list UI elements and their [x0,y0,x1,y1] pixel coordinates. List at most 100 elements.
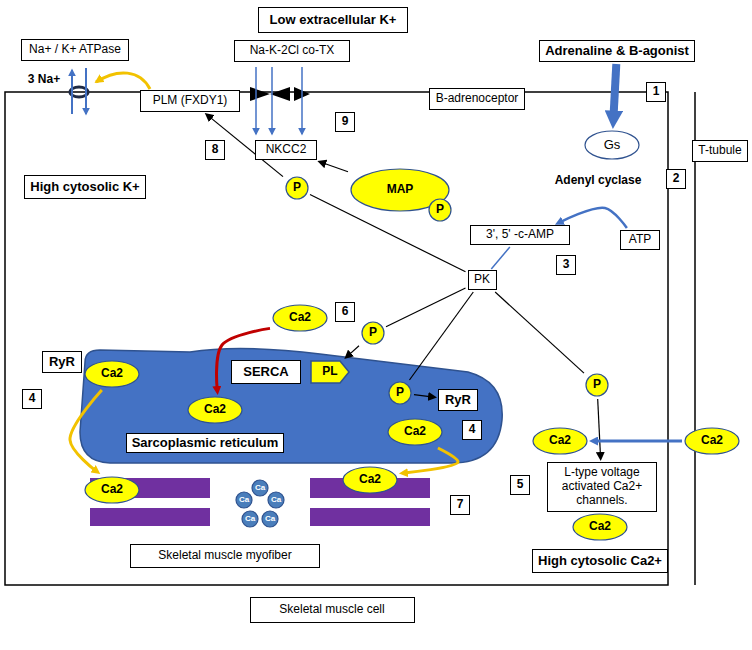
phosphate-circle: P [388,381,412,405]
calcium-ellipse: Ca2 [387,418,443,446]
node-text: Ca2 [404,425,426,439]
connector-arrow [409,292,473,380]
ion-flux-arrow [255,67,257,134]
calcium-ellipse: Ca2 [342,466,398,494]
outline-shape [85,477,139,503]
callout-number: 5 [510,475,530,495]
calcium-ellipse: MAP [350,168,450,212]
connector-arrow [348,346,359,356]
label-box: Na+ / K+ ATPase [21,39,129,61]
phospholamban-pentagon: PL [310,360,350,384]
t-tubule-membrane [694,92,696,585]
outline-shape [273,305,327,331]
cell-membrane [5,92,668,585]
node-text: P [369,326,377,340]
annotation-text: 3 Na+ [26,72,62,88]
calcium-ellipse: Ca2 [187,396,243,424]
g-protein-ellipse: Gs [584,130,640,160]
node-text: Ca [255,483,265,492]
connector-arrow [404,448,458,473]
connector-arrow [613,64,616,118]
node-text: Ca [245,514,255,523]
node-text: Ca2 [549,434,571,448]
label-box: ATP [620,230,660,250]
label-box: T-tubule [692,140,748,162]
node-text: P [396,386,404,400]
node-text: 3', 5' -c-AMP [486,228,554,242]
outline-shape [286,177,308,199]
node-text: Gs [604,138,621,153]
label-box: Skeletal muscle myofiber [130,544,320,568]
label-box: Adrenaline & B-agonist [539,40,695,62]
outline-shape [585,131,639,159]
label-box: RyR [438,389,478,411]
calcium-ion: Ca [235,491,253,509]
channel-box: L-type voltage activated Ca2+ channels. [547,462,657,512]
outline-shape [85,361,139,387]
node-text: Ca2 [204,403,226,417]
connector-arrow [414,395,432,397]
node-text: Skeletal muscle myofiber [158,549,291,563]
callout-number: 2 [666,169,686,189]
calcium-ion: Ca [267,491,285,509]
connector-arrow [594,440,682,443]
label-box: Na-K-2Cl co-TX [234,40,350,62]
annotation-text: Adenyl cyclase [553,173,644,189]
label-box: RyR [42,351,82,373]
label-box: SERCA [231,360,301,384]
calcium-ellipse: Ca2 [572,513,628,541]
pump-arrow [71,70,73,114]
callout-number: 7 [450,495,470,515]
label-box: B-adrenoceptor [429,88,525,110]
node-text: NKCC2 [266,143,307,157]
label-box: PLM (FXDY1) [140,90,240,112]
node-text: Ca2 [101,367,123,381]
calcium-ion: Ca [251,479,269,497]
node-text: MAP [387,183,414,197]
node-text: High cytosolic Ca2+ [538,554,662,569]
outline-shape [389,382,411,404]
ion-flux-arrow [271,67,273,134]
calcium-ellipse: Ca2 [684,427,740,455]
node-text: PLM (FXDY1) [153,94,228,108]
ion-flux-arrow [301,67,303,134]
connector-arrow [598,399,601,456]
connector-arrow [322,163,348,172]
connector-arrow [495,292,584,373]
calcium-ellipse: Ca2 [532,427,588,455]
label-box: High cytosolic K+ [24,175,146,199]
node-text: Ca [265,514,275,523]
outline-shape [533,428,587,454]
node-text: P [436,203,444,217]
connector-arrow [386,288,466,327]
phosphate-circle: P [285,176,309,200]
cotransporter-symbol [250,87,270,101]
node-text: Sarcoplasmic reticulum [126,433,285,454]
node-text: PL [322,365,337,379]
callout-number: 9 [335,112,355,132]
node-text: Ca2 [101,483,123,497]
node-text: RyR [49,355,75,370]
calcium-ion: Ca [261,510,279,528]
callout-number: 4 [22,389,42,409]
phosphate-circle: P [585,373,609,397]
connector-arrow [491,247,510,269]
node-text: PK [474,273,490,287]
node-text: Skeletal muscle cell [279,603,384,617]
label-box: High cytosolic Ca2+ [532,549,668,573]
outline-shape [252,480,268,496]
label-box: PK [468,270,497,290]
callout-number: 3 [556,255,576,275]
label-box: Skeletal muscle cell [250,597,415,623]
outline-shape [188,397,242,423]
callout-number: 8 [205,140,225,160]
connector-arrow [310,194,466,271]
phosphate-circle: P [428,198,452,222]
node-text: T-tubule [698,144,741,158]
myofilament [90,508,210,526]
node-text: High cytosolic K+ [30,180,139,195]
outline-shape [388,419,442,445]
node-text: B-adrenoceptor [436,92,519,106]
